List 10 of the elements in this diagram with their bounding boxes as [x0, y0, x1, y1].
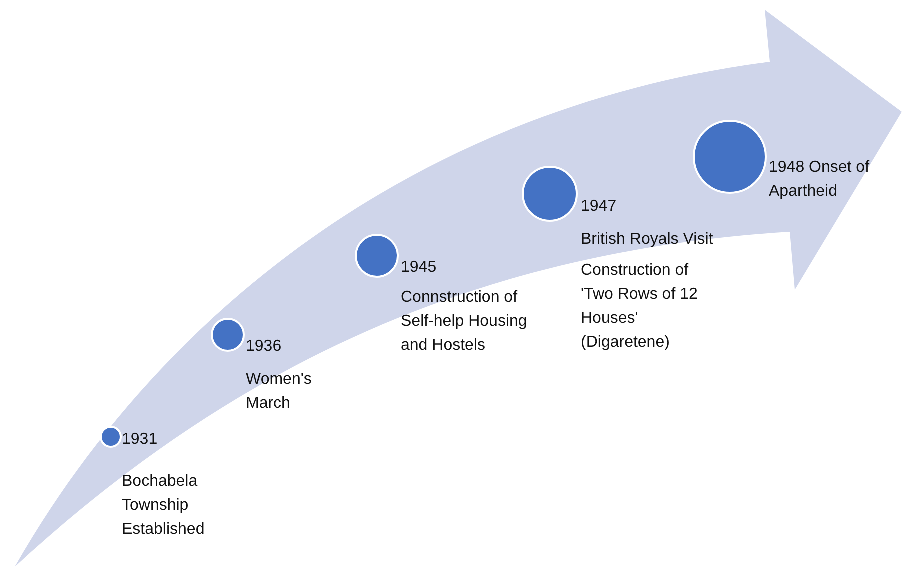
year-label: 1945: [401, 258, 438, 278]
year-label: 1948 Onset of Apartheid: [769, 158, 871, 202]
year-label: 1947: [581, 197, 618, 217]
year-label: 1936: [246, 337, 283, 357]
event-text: Construction of 'Two Rows of 12 Houses' (Digaretene): [581, 261, 699, 353]
event-text: Connstruction of Self-help Housing and Hostels: [401, 288, 528, 356]
event-text: Bochabela Township Established: [122, 472, 206, 540]
event-text: Women's March: [246, 370, 313, 414]
year-label: 1931: [122, 430, 159, 450]
event-text: British Royals Visit: [581, 230, 714, 250]
